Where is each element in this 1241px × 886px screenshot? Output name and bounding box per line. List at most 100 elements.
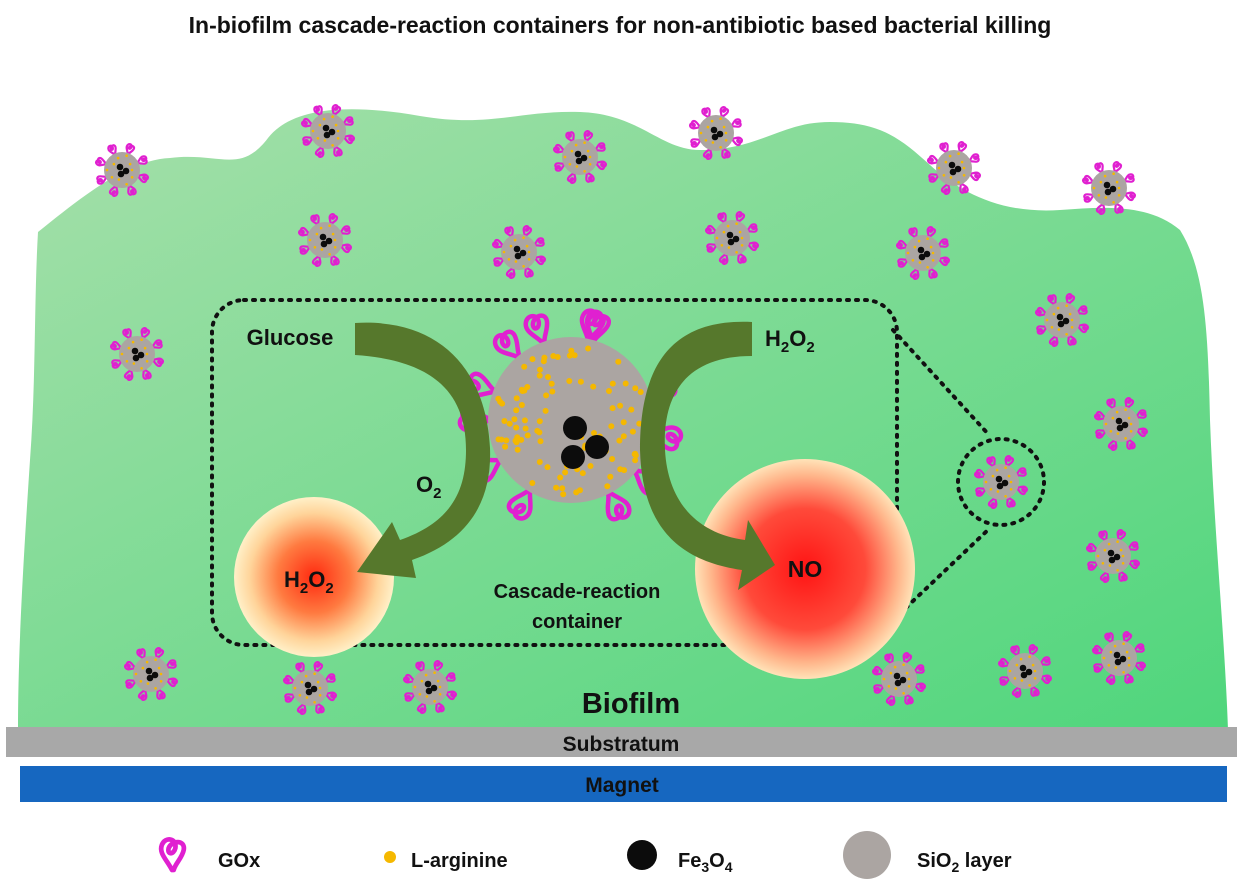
- small-gox-loop-path: [959, 182, 969, 194]
- small-gox-loop-path: [1127, 559, 1140, 570]
- small-gox-loop-path: [416, 701, 427, 714]
- small-arginine-dot: [1033, 677, 1037, 680]
- small-arginine-dot: [894, 687, 898, 690]
- small-fe3o4-core: [1103, 181, 1111, 189]
- l-arginine-dot: [620, 433, 627, 440]
- small-gox-loop: [974, 468, 987, 479]
- small-gox-loop: [301, 117, 314, 128]
- small-gox-loop: [107, 144, 117, 156]
- small-gox-loop: [913, 664, 925, 674]
- small-sio2-shell: [1044, 302, 1080, 338]
- small-sio2-shell: [1101, 640, 1137, 676]
- h2o2-reactant-label: H2O2: [765, 326, 815, 356]
- small-gox-loop: [585, 171, 595, 183]
- small-gox-loop: [1015, 467, 1027, 477]
- small-fe3o4-core: [145, 667, 153, 675]
- small-arginine-dot: [1097, 194, 1101, 197]
- small-gox-loop-path: [1104, 632, 1114, 644]
- small-gox-loop-path: [594, 160, 607, 171]
- small-arginine-dot: [1004, 495, 1007, 498]
- small-gox-loop-path: [873, 684, 885, 694]
- small-arginine-dot: [706, 125, 710, 129]
- small-nanoparticle: [1094, 397, 1148, 451]
- small-arginine-dot: [132, 362, 136, 365]
- small-sio2-shell: [905, 235, 941, 271]
- l-arginine-dot: [513, 439, 520, 446]
- small-arginine-dot: [1117, 186, 1121, 190]
- l-arginine-dot: [521, 417, 528, 424]
- small-gox-loop-path: [908, 227, 918, 239]
- small-gox-loop: [111, 359, 123, 369]
- small-arginine-dot: [907, 677, 911, 681]
- small-gox-loop: [1004, 455, 1015, 468]
- small-arginine-dot: [1007, 474, 1011, 478]
- small-gox-loop-path: [156, 688, 166, 700]
- small-gox-loop: [594, 142, 606, 152]
- small-gox-loop: [298, 226, 311, 237]
- small-arginine-dot: [1015, 663, 1019, 667]
- small-arginine-dot: [316, 680, 320, 684]
- small-arginine-dot: [316, 137, 320, 140]
- small-gox-loop-path: [403, 673, 416, 684]
- small-gox-loop-path: [904, 693, 914, 705]
- small-arginine-dot: [929, 245, 933, 249]
- small-nanoparticle: [1035, 293, 1089, 347]
- l-arginine-dot: [518, 402, 525, 408]
- small-gox-loop-path: [122, 328, 132, 340]
- small-arginine-dot: [1050, 326, 1054, 329]
- small-sio2-shell: [104, 152, 140, 188]
- h2o2-reactant-sub1: 2: [781, 339, 789, 356]
- small-gox-loop-path: [522, 225, 533, 238]
- l-arginine-dot: [495, 395, 502, 402]
- small-gox-loop: [926, 226, 937, 239]
- small-gox-loop-path: [718, 252, 729, 265]
- small-fe3o4-core: [305, 688, 313, 696]
- small-arginine-dot: [1070, 318, 1074, 322]
- legend-gox-loop: [158, 837, 187, 873]
- small-gox-loop-path: [721, 147, 731, 159]
- small-gox-loop-path: [1010, 645, 1020, 657]
- small-arginine-dot: [336, 137, 340, 140]
- small-gox-loop: [330, 254, 340, 266]
- zoom-line-top: [891, 328, 992, 438]
- small-sio2-shell: [698, 115, 734, 151]
- small-gox-loop: [1124, 397, 1135, 410]
- small-arginine-dot: [120, 352, 124, 356]
- zoom-circle: [956, 437, 1046, 527]
- small-arginine-dot: [962, 174, 966, 177]
- small-arginine-dot: [313, 246, 317, 249]
- small-gox-loop-path: [974, 468, 987, 479]
- small-sio2-shell: [1091, 170, 1127, 206]
- small-arginine-dot: [583, 170, 586, 173]
- l-arginine-dot: [587, 463, 594, 469]
- small-nanoparticle: [492, 225, 546, 279]
- small-fe3o4-core: [1108, 556, 1116, 564]
- small-gox-loop: [331, 104, 342, 117]
- small-gox-loop: [594, 160, 607, 171]
- small-gox-loop-path: [96, 175, 108, 185]
- small-arginine-dot: [305, 696, 309, 699]
- small-arginine-dot: [509, 244, 513, 248]
- small-arginine-dot: [105, 168, 109, 172]
- small-gox-loop-path: [1039, 674, 1052, 685]
- small-arginine-dot: [1065, 304, 1068, 307]
- small-gox-loop-path: [140, 327, 151, 340]
- gox-loop: [649, 425, 684, 452]
- small-arginine-dot: [586, 149, 590, 153]
- diagram-title: In-biofilm cascade-reaction containers f…: [189, 12, 1052, 38]
- small-arginine-dot: [328, 253, 331, 256]
- small-gox-loop-path: [493, 257, 505, 267]
- small-gox-loop: [730, 118, 742, 128]
- l-arginine-dot: [529, 480, 536, 486]
- small-gox-loop: [565, 131, 575, 143]
- small-arginine-dot: [313, 672, 316, 675]
- small-arginine-dot: [1122, 642, 1125, 645]
- small-arginine-dot: [527, 258, 531, 261]
- small-fe3o4-core: [137, 351, 145, 359]
- l-arginine-dot: [544, 464, 551, 471]
- small-arginine-dot: [1052, 312, 1056, 316]
- l-arginine-dot: [542, 407, 549, 414]
- small-arginine-dot: [893, 665, 897, 669]
- small-fe3o4-core: [519, 249, 527, 257]
- small-gox-loop: [719, 106, 730, 119]
